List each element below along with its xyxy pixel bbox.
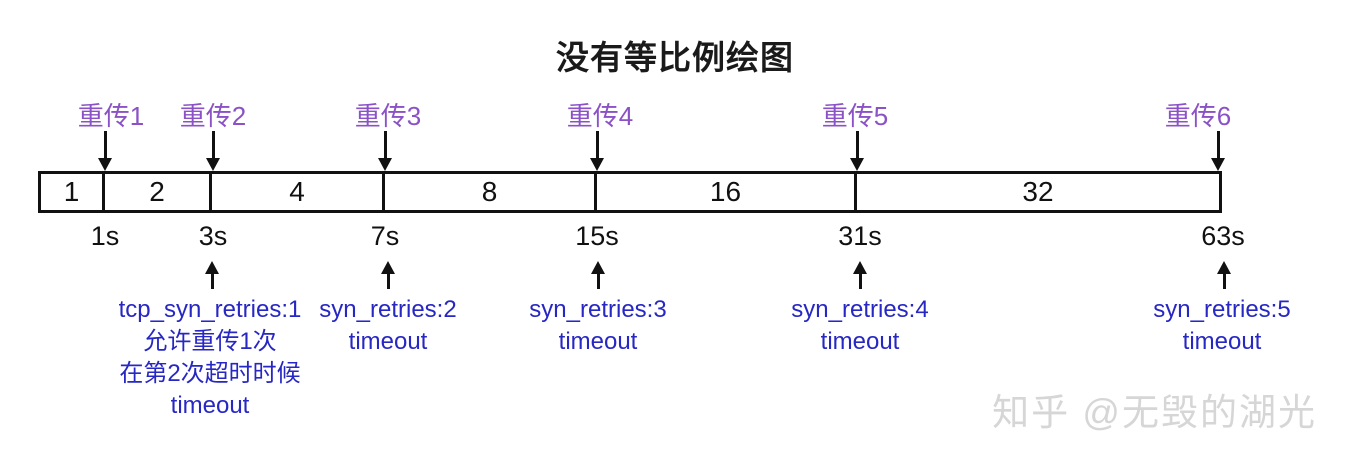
arrow-shaft [855, 131, 859, 158]
arrow-head [1217, 261, 1231, 274]
arrow-shaft [103, 131, 107, 158]
retransmission-label-1: 重传1 [77, 101, 145, 131]
arrow-head [1211, 158, 1225, 171]
retransmission-arrow-3-down-icon [378, 131, 392, 171]
arrow-shaft [386, 274, 390, 289]
annotation-arrow-5-up-icon [1217, 261, 1231, 289]
retransmission-arrow-2-down-icon [206, 131, 220, 171]
arrow-head [378, 158, 392, 171]
bar-segment-2: 2 [105, 174, 212, 210]
time-label-31s: 31s [838, 221, 882, 251]
retransmission-label-5: 重传5 [821, 101, 889, 131]
annotation-line: syn_retries:4 [791, 296, 929, 323]
bar-segment-32: 32 [1022, 176, 1054, 207]
annotation-line: 在第2次超时时候 [119, 360, 301, 387]
retransmission-label-4: 重传4 [566, 101, 634, 131]
time-label-7s: 7s [370, 221, 400, 251]
arrow-shaft [1216, 131, 1220, 158]
diagram-title: 没有等比例绘图 [556, 39, 794, 76]
time-label-3s: 3s [198, 221, 228, 251]
arrow-shaft [596, 274, 600, 289]
annotation-arrow-1-up-icon [205, 261, 219, 289]
time-label-63s: 63s [1201, 221, 1245, 251]
annotation-arrow-3-up-icon [591, 261, 605, 289]
retransmission-arrow-4-down-icon [590, 131, 604, 171]
annotation-line: syn_retries:2 [319, 296, 457, 323]
retransmission-arrow-5-down-icon [850, 131, 864, 171]
arrow-shaft [858, 274, 862, 289]
arrow-shaft [595, 131, 599, 158]
annotation-line: timeout [1182, 328, 1262, 355]
arrow-shaft [383, 131, 387, 158]
annotation-line: timeout [558, 328, 638, 355]
retransmission-label-6: 重传6 [1164, 101, 1232, 131]
arrow-shaft [211, 131, 215, 158]
arrow-head [381, 261, 395, 274]
arrow-head [205, 261, 219, 274]
retransmission-arrow-1-down-icon [98, 131, 112, 171]
bar-segment-8: 8 [385, 174, 597, 210]
bar-segment-4: 4 [212, 174, 385, 210]
arrow-head [590, 158, 604, 171]
time-label-15s: 15s [575, 221, 619, 251]
annotation-arrow-4-up-icon [853, 261, 867, 289]
retransmission-arrow-6-down-icon [1211, 131, 1225, 171]
arrow-head [206, 158, 220, 171]
arrow-head [591, 261, 605, 274]
annotation-arrow-2-up-icon [381, 261, 395, 289]
arrow-head [853, 261, 867, 274]
annotation-line: timeout [170, 392, 250, 419]
bar-segment-1: 1 [41, 174, 105, 210]
annotation-line: tcp_syn_retries:1 [118, 296, 302, 323]
time-label-1s: 1s [90, 221, 120, 251]
annotation-1: tcp_syn_retries:1 允许重传1次在第2次超时时候 timeout [119, 294, 302, 422]
retransmission-label-2: 重传2 [179, 101, 247, 131]
watermark: 知乎 @无毁的湖光 [992, 392, 1317, 433]
arrow-shaft [210, 274, 214, 289]
retransmission-label-3: 重传3 [354, 101, 422, 131]
annotation-line: syn_retries:5 [1153, 296, 1291, 323]
annotation-line: syn_retries:3 [529, 296, 667, 323]
annotation-line: timeout [348, 328, 428, 355]
annotation-line: timeout [820, 328, 900, 355]
arrow-head [850, 158, 864, 171]
annotation-line: 允许重传1次 [143, 328, 277, 355]
bar-segment-16: 16 [597, 174, 857, 210]
arrow-head [98, 158, 112, 171]
arrow-shaft [1222, 274, 1226, 289]
